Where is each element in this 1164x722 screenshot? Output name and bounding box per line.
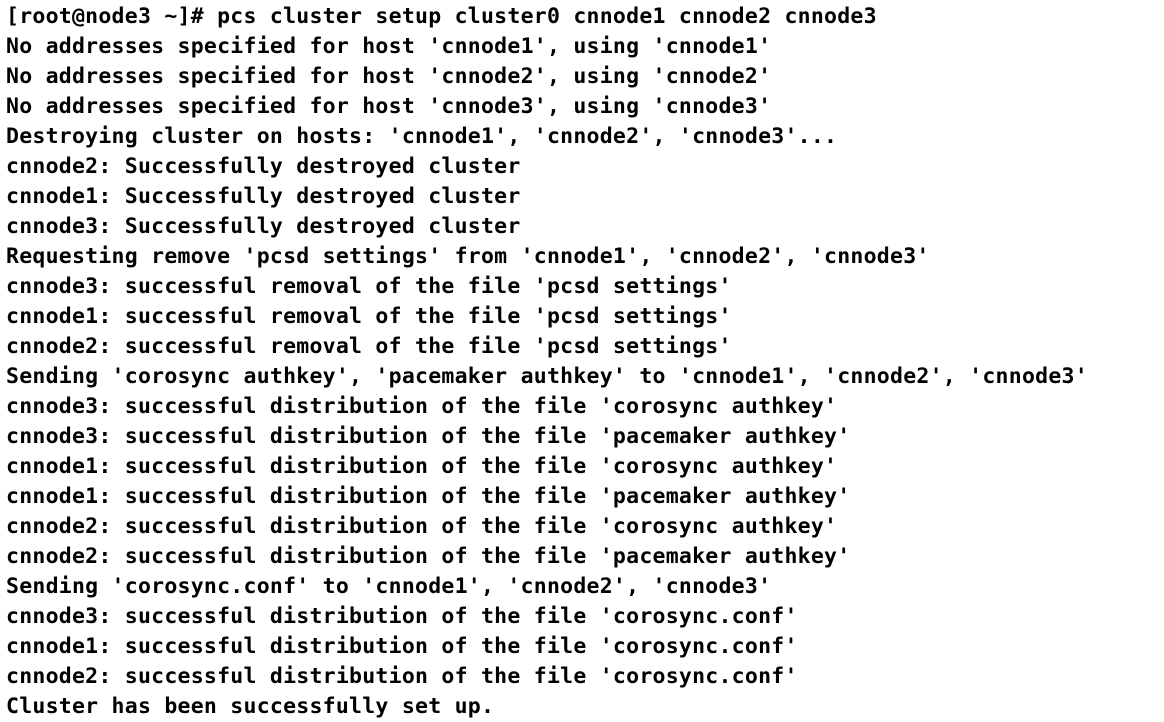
output-line: Destroying cluster on hosts: 'cnnode1', …	[6, 124, 838, 149]
output-line: cnnode2: successful distribution of the …	[6, 514, 838, 539]
output-line: cnnode3: successful distribution of the …	[6, 424, 851, 449]
output-line: cnnode1: successful distribution of the …	[6, 634, 798, 659]
output-line: cnnode1: successful distribution of the …	[6, 484, 851, 509]
output-line: cnnode1: Successfully destroyed cluster	[6, 184, 521, 209]
terminal-output[interactable]: [root@node3 ~]# pcs cluster setup cluste…	[6, 2, 1088, 722]
output-line: cnnode1: successful removal of the file …	[6, 304, 732, 329]
output-line: cnnode3: successful distribution of the …	[6, 604, 798, 629]
output-line: No addresses specified for host 'cnnode2…	[6, 64, 772, 89]
output-line: Cluster has been successfully set up.	[6, 694, 495, 719]
command-line: [root@node3 ~]# pcs cluster setup cluste…	[6, 4, 877, 29]
output-line: cnnode2: Successfully destroyed cluster	[6, 154, 521, 179]
output-line: No addresses specified for host 'cnnode3…	[6, 94, 772, 119]
output-line: Sending 'corosync.conf' to 'cnnode1', 'c…	[6, 574, 772, 599]
output-line: cnnode2: successful removal of the file …	[6, 334, 732, 359]
output-line: cnnode2: successful distribution of the …	[6, 544, 851, 569]
output-line: cnnode3: Successfully destroyed cluster	[6, 214, 521, 239]
output-line: cnnode2: successful distribution of the …	[6, 664, 798, 689]
output-line: Sending 'corosync authkey', 'pacemaker a…	[6, 364, 1088, 389]
output-line: cnnode3: successful distribution of the …	[6, 394, 838, 419]
output-line: No addresses specified for host 'cnnode1…	[6, 34, 772, 59]
output-line: cnnode1: successful distribution of the …	[6, 454, 838, 479]
output-line: cnnode3: successful removal of the file …	[6, 274, 732, 299]
output-line: Requesting remove 'pcsd settings' from '…	[6, 244, 930, 269]
